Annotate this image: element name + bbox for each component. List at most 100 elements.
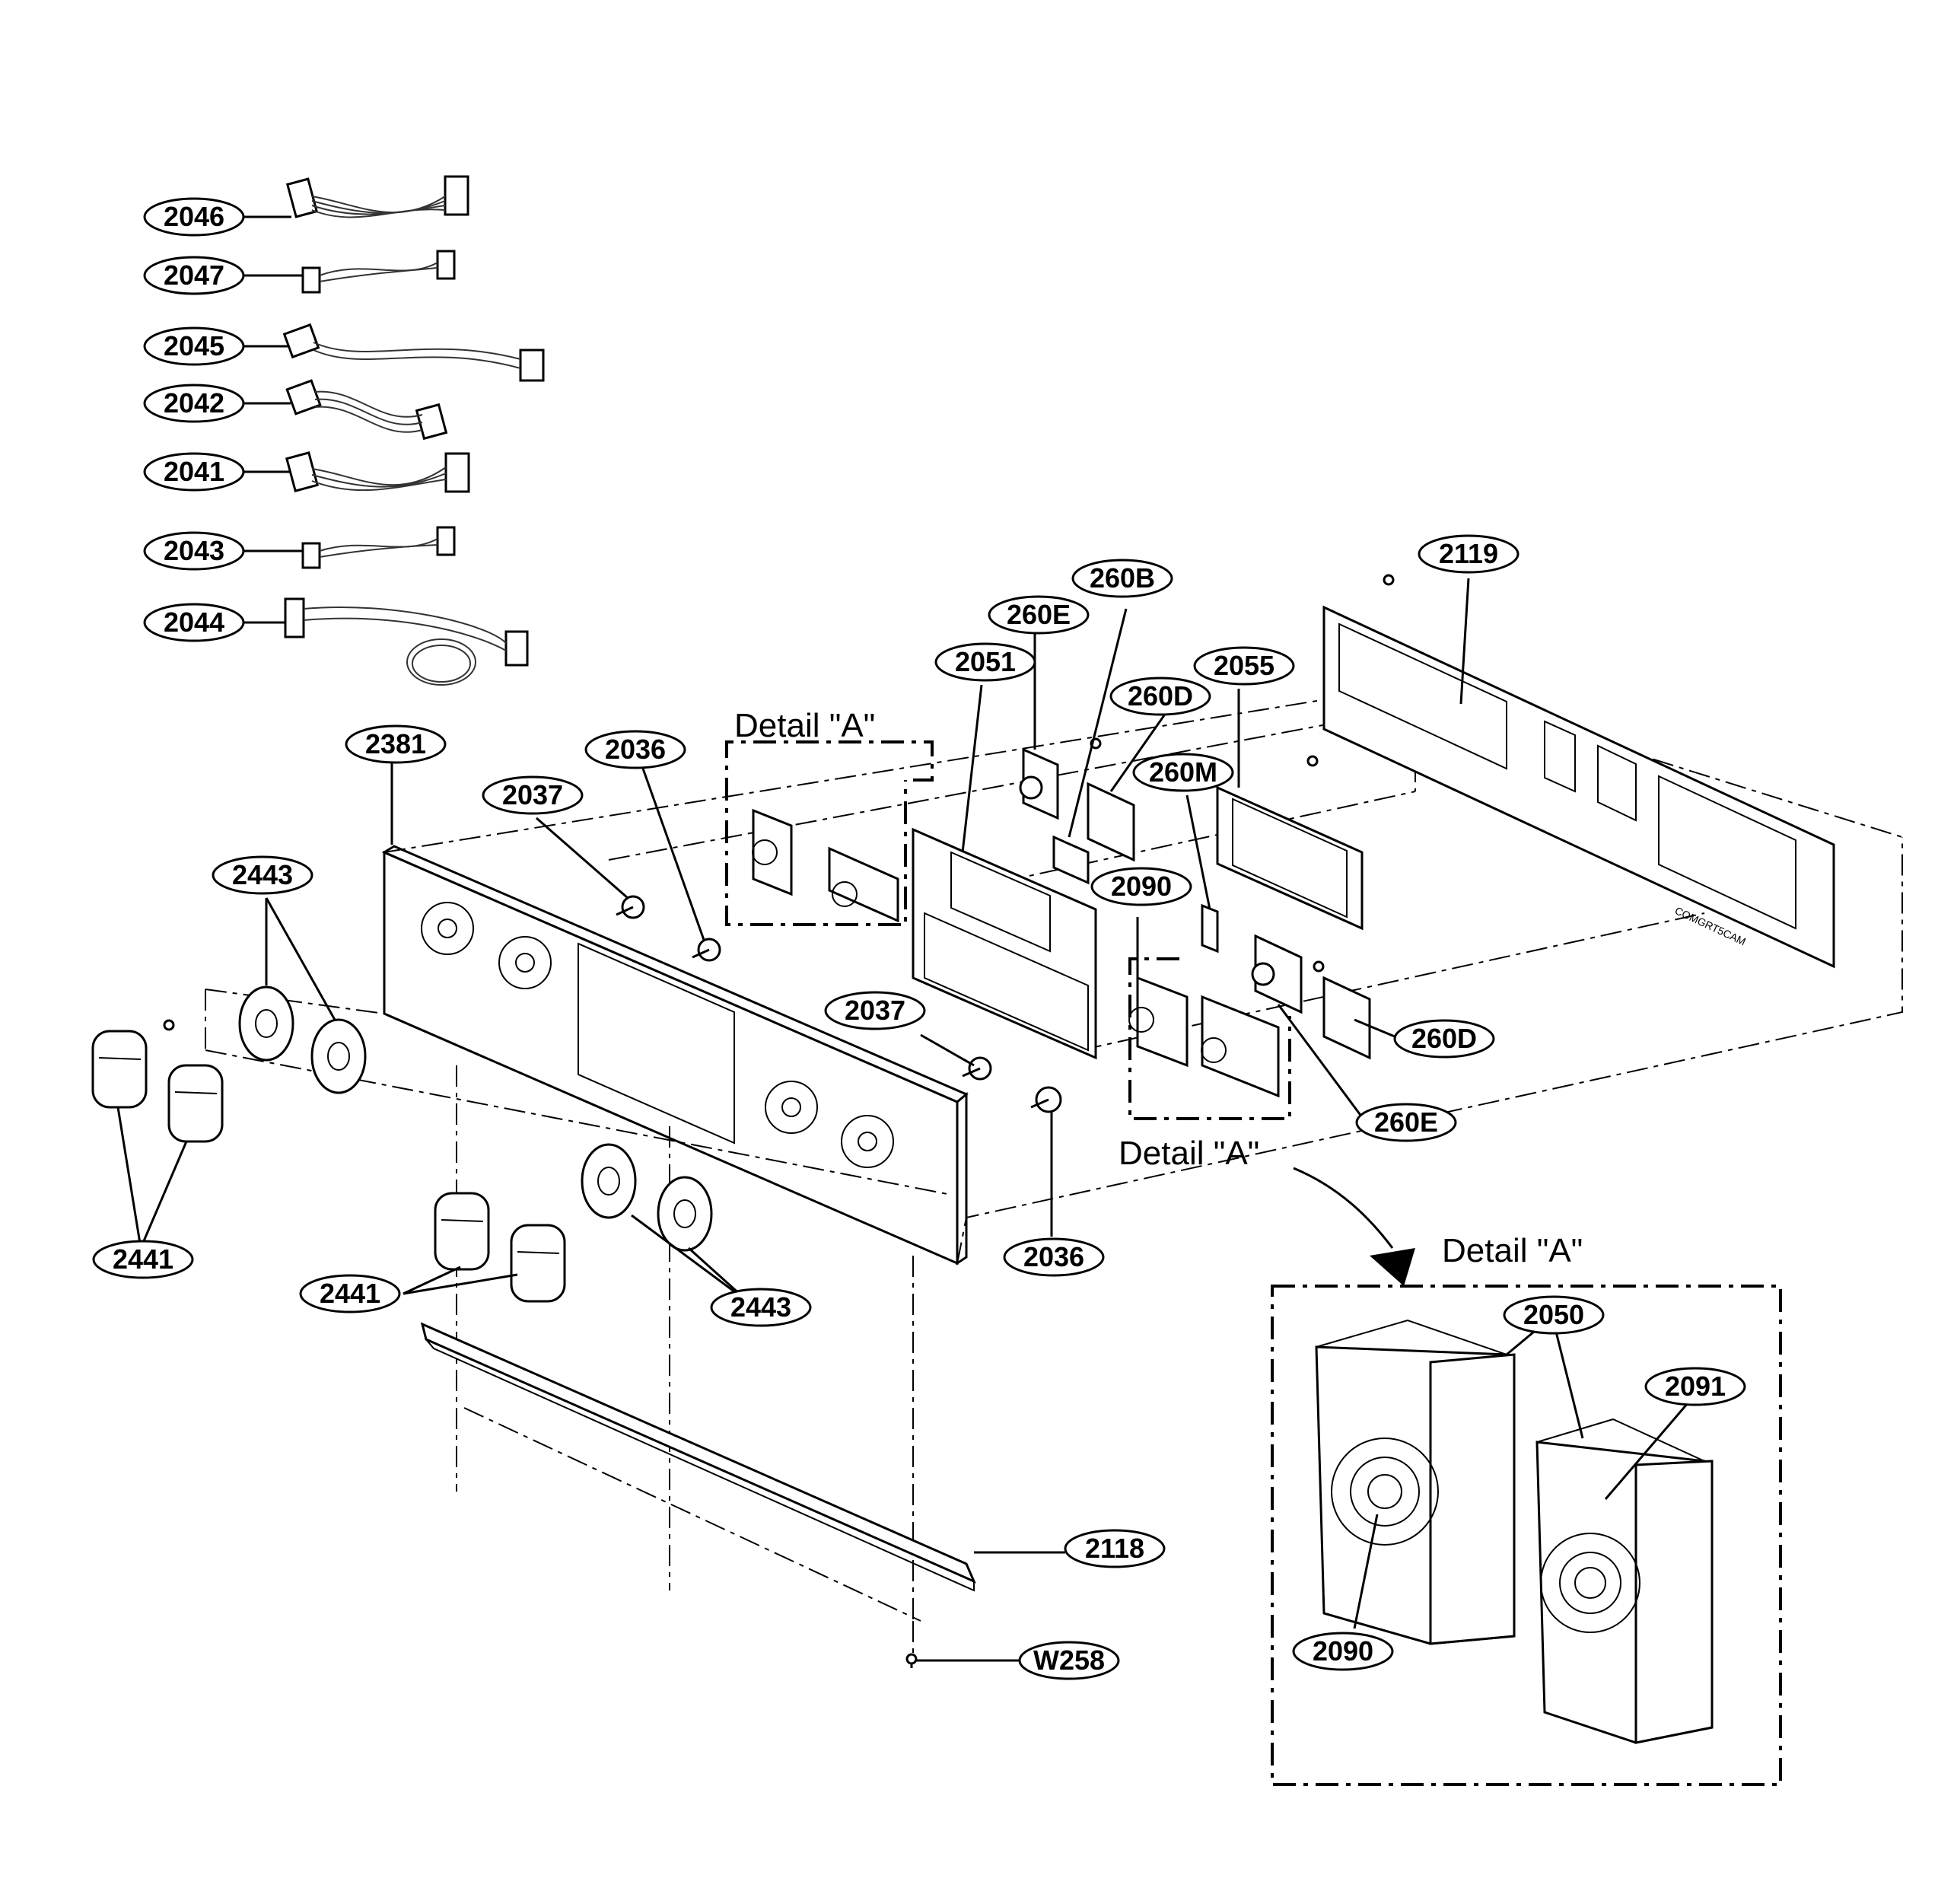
callout-260E-top: 260E — [988, 595, 1090, 635]
encoder-260D-top — [1087, 782, 1135, 862]
callout-2090-inset: 2090 — [1292, 1632, 1394, 1671]
svg-text:2037: 2037 — [845, 995, 905, 1026]
shaft-2037-top — [616, 895, 645, 919]
callout-2381: 2381 — [345, 724, 447, 764]
svg-text:260E: 260E — [1374, 1106, 1438, 1138]
svg-text:2090: 2090 — [1111, 871, 1172, 902]
inset-bracket-small — [1535, 1418, 1714, 1744]
encoder-260D-bottom — [1322, 976, 1371, 1060]
svg-text:2047: 2047 — [164, 259, 224, 291]
callout-2036-bottom: 2036 — [1003, 1237, 1105, 1277]
callout-2046: 2046 — [143, 197, 245, 237]
board-260B — [1052, 835, 1090, 885]
svg-text:260M: 260M — [1149, 756, 1217, 788]
callout-2045: 2045 — [143, 326, 245, 366]
wire-harness-2046 — [285, 175, 469, 218]
knob-2441-d — [510, 1224, 566, 1303]
callout-2047: 2047 — [143, 256, 245, 295]
callout-2118: 2118 — [1064, 1529, 1166, 1568]
encoder-260E-bottom — [1251, 934, 1303, 1014]
svg-text:2090: 2090 — [1313, 1635, 1373, 1667]
callout-2119: 2119 — [1418, 534, 1520, 574]
knob-2441-a — [91, 1030, 148, 1109]
small-screws — [163, 574, 1395, 1031]
detail-a-label-top: Detail "A" — [734, 707, 875, 744]
wire-harness-2042 — [285, 379, 448, 441]
callout-2441-middle: 2441 — [299, 1274, 401, 1313]
svg-text:2041: 2041 — [164, 456, 224, 487]
callout-2443-bottom: 2443 — [710, 1288, 812, 1327]
callout-W258: W258 — [1018, 1641, 1120, 1680]
screw-W258 — [905, 1653, 918, 1668]
svg-text:2036: 2036 — [1023, 1241, 1084, 1272]
inset-bracket-large — [1315, 1319, 1516, 1645]
callout-2051: 2051 — [934, 642, 1036, 682]
shaft-2037-bottom — [962, 1056, 992, 1081]
shaft-2036-bottom — [1030, 1086, 1062, 1113]
detail-a-box-middle — [1128, 957, 1291, 1120]
svg-text:2051: 2051 — [955, 646, 1016, 677]
svg-text:260D: 260D — [1128, 680, 1193, 712]
shaft-2036-top — [692, 938, 721, 962]
encoder-260E-top — [1019, 747, 1059, 820]
svg-text:2043: 2043 — [164, 535, 224, 566]
callout-2090-top: 2090 — [1090, 867, 1192, 906]
svg-text:2044: 2044 — [164, 607, 224, 638]
svg-text:2046: 2046 — [164, 201, 224, 232]
knob-2441-b — [167, 1064, 224, 1143]
callout-2044: 2044 — [143, 603, 245, 642]
callout-2441-left: 2441 — [92, 1240, 194, 1279]
bracket-2118 — [420, 1322, 976, 1592]
wire-harness-2041 — [285, 451, 470, 493]
callout-2041: 2041 — [143, 452, 245, 492]
callout-2443-top: 2443 — [212, 855, 313, 895]
bezel-2443-a — [238, 985, 294, 1062]
board-260M — [1201, 903, 1219, 954]
wire-harness-2047 — [301, 250, 456, 294]
svg-text:2050: 2050 — [1523, 1299, 1584, 1330]
knob-2441-c — [434, 1192, 490, 1271]
detail-a-box-top — [725, 740, 934, 926]
svg-text:W258: W258 — [1033, 1645, 1105, 1676]
detail-a-inset-box — [1271, 1285, 1782, 1786]
callout-2037-bottom: 2037 — [824, 991, 926, 1030]
wire-harness-2044 — [284, 597, 529, 686]
back-plate-2119: COMGRT5CAM — [1322, 605, 1835, 969]
wire-harness-2043 — [301, 526, 456, 569]
callout-2036-top: 2036 — [584, 730, 686, 769]
callout-2055: 2055 — [1193, 646, 1295, 686]
callout-2043: 2043 — [143, 531, 245, 571]
display-filter-2055 — [1216, 785, 1364, 931]
svg-text:2037: 2037 — [502, 779, 563, 810]
callout-260E-bottom: 260E — [1355, 1103, 1457, 1142]
detail-a-label-inset: Detail "A" — [1442, 1232, 1583, 1269]
svg-text:2055: 2055 — [1214, 650, 1274, 681]
svg-text:2042: 2042 — [164, 387, 224, 419]
svg-text:260E: 260E — [1007, 599, 1071, 630]
svg-text:2036: 2036 — [605, 734, 666, 765]
svg-text:2091: 2091 — [1665, 1371, 1726, 1402]
callout-2042: 2042 — [143, 384, 245, 423]
callout-260M: 260M — [1132, 753, 1234, 792]
svg-text:2443: 2443 — [232, 859, 293, 890]
svg-text:2441: 2441 — [113, 1243, 173, 1275]
callout-2037-top: 2037 — [482, 775, 584, 815]
callout-2050: 2050 — [1503, 1295, 1605, 1335]
wire-harness-2045 — [282, 323, 545, 382]
bezel-2443-c — [581, 1143, 637, 1219]
detail-arrow — [1293, 1167, 1415, 1286]
svg-text:2118: 2118 — [1085, 1533, 1144, 1564]
svg-text:2441: 2441 — [320, 1278, 380, 1309]
svg-text:260B: 260B — [1090, 562, 1155, 594]
svg-text:2443: 2443 — [730, 1291, 791, 1323]
callout-260D-bottom: 260D — [1393, 1019, 1495, 1059]
bezel-2443-d — [657, 1176, 713, 1252]
callout-260D-top: 260D — [1109, 677, 1211, 716]
detail-a-label-middle: Detail "A" — [1119, 1135, 1259, 1172]
svg-text:2045: 2045 — [164, 330, 224, 361]
svg-text:2381: 2381 — [365, 728, 426, 759]
callout-2091: 2091 — [1644, 1367, 1746, 1406]
bezel-2443-b — [310, 1018, 367, 1094]
svg-text:2119: 2119 — [1439, 538, 1498, 569]
